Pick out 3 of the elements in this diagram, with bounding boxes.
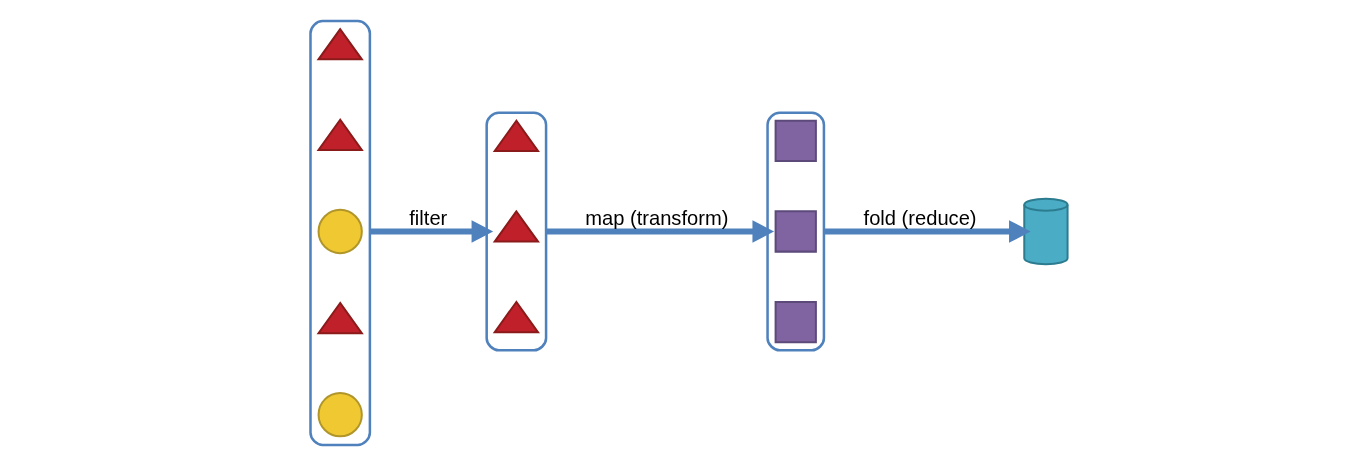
edge-label: fold (reduce) (863, 206, 977, 229)
edge-label: filter (408, 206, 447, 229)
edge-label: map (transform) (584, 206, 728, 229)
